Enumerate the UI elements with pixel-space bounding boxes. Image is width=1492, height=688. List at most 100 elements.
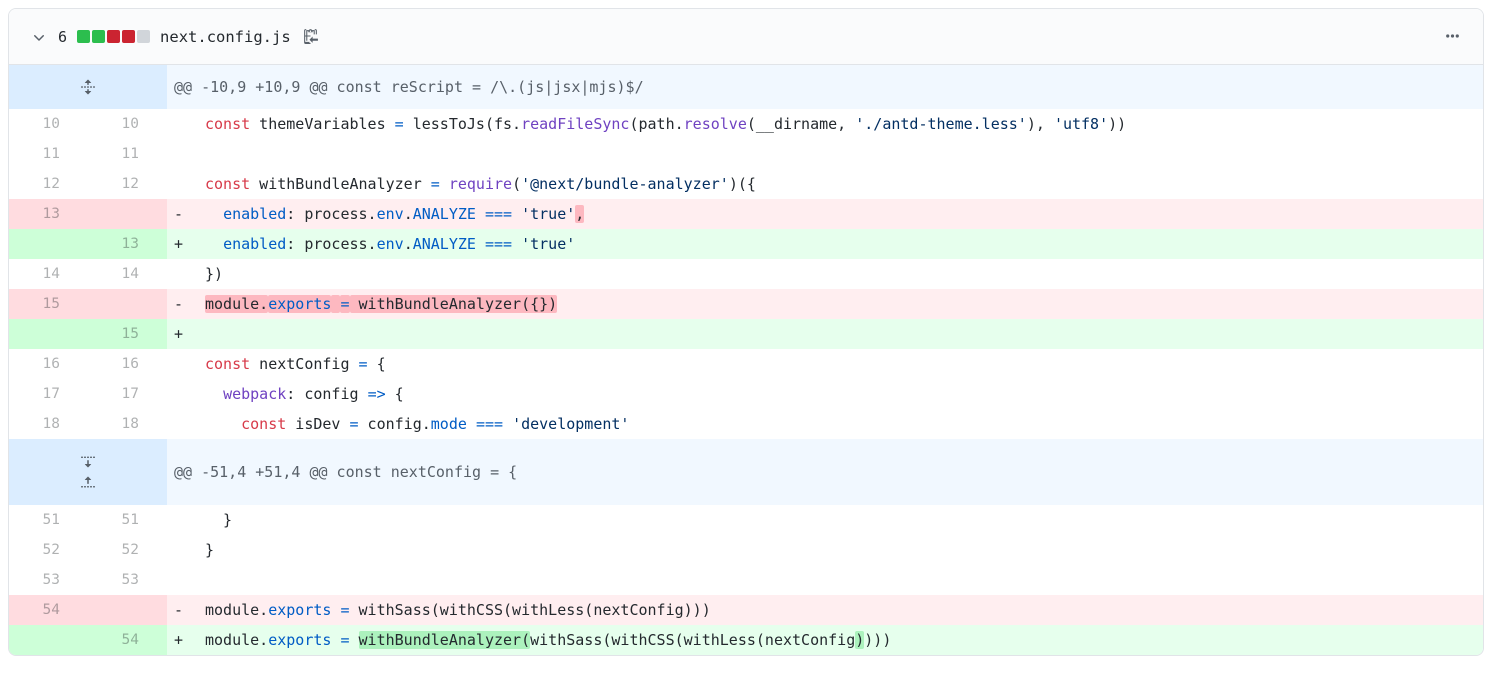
- diff-line: 14 14 }): [9, 259, 1483, 289]
- diff-marker: -: [174, 601, 184, 619]
- code-segment: withBundleAnalyzer: [250, 175, 431, 193]
- code-segment: const: [241, 415, 287, 433]
- old-line-number[interactable]: [9, 229, 88, 259]
- code-segment: ANALYZE: [412, 205, 476, 223]
- code-segment: (: [512, 175, 522, 193]
- new-line-number[interactable]: 54: [88, 625, 167, 655]
- chevron-down-icon[interactable]: [29, 27, 49, 47]
- new-line-number[interactable]: 53: [121, 572, 139, 588]
- old-line-number[interactable]: 11: [42, 146, 60, 162]
- code-segment: 'true': [521, 235, 576, 253]
- code-segment: (__dirname,: [746, 115, 856, 133]
- new-line-number[interactable]: 16: [121, 356, 139, 372]
- diff-line: 18 18 const isDev = config.mode === 'deve…: [9, 409, 1483, 439]
- diffstat-square-gray: [137, 30, 151, 43]
- new-line-number[interactable]: 10: [121, 116, 139, 132]
- old-line-number[interactable]: 14: [42, 266, 60, 282]
- changes-count: 6: [58, 27, 68, 46]
- code-segment: [476, 205, 485, 223]
- code-segment: [205, 415, 241, 433]
- old-line-number[interactable]: 18: [42, 416, 60, 432]
- code-segment: withBundleAnalyzer({}): [349, 295, 558, 313]
- diff-line: 15-module.exports = withBundleAnalyzer({…: [9, 289, 1483, 319]
- new-line-number[interactable]: 52: [121, 542, 139, 558]
- hunk-expand-gutter: [9, 65, 167, 109]
- diff-marker: [174, 259, 205, 289]
- new-line-number[interactable]: 17: [121, 386, 139, 402]
- new-line-number[interactable]: [88, 595, 167, 625]
- diff-marker: [174, 565, 205, 595]
- diff-line: 54-module.exports = withSass(withCSS(wit…: [9, 595, 1483, 625]
- old-line-number[interactable]: 10: [42, 116, 60, 132]
- code-segment: [205, 235, 223, 253]
- code-segment: withSass(withCSS(withLess(nextConfig))): [349, 601, 711, 619]
- diff-line: 13+ enabled: process.env.ANALYZE === 'tr…: [9, 229, 1483, 259]
- old-line-number[interactable]: 15: [9, 289, 88, 319]
- code-cell: -module.exports = withSass(withCSS(withL…: [167, 595, 1483, 625]
- code-segment: [205, 205, 223, 223]
- code-segment: ===: [484, 235, 513, 253]
- diff-file-panel: 6 next.config.js @@ -10,9 +10,9 @@ const…: [8, 8, 1484, 656]
- fold-up-icon[interactable]: [76, 473, 100, 493]
- new-line-number[interactable]: 14: [121, 266, 139, 282]
- unfold-icon[interactable]: [76, 77, 100, 97]
- code-segment: }: [205, 511, 233, 529]
- new-line-number[interactable]: [88, 289, 167, 319]
- hunk-header-text: @@ -51,4 +51,4 @@ const nextConfig = {: [167, 439, 1483, 505]
- new-line-number[interactable]: 12: [121, 176, 139, 192]
- code-segment: =: [394, 115, 404, 133]
- old-line-number[interactable]: 52: [42, 542, 60, 558]
- new-line-number[interactable]: 15: [88, 319, 167, 349]
- code-cell: const themeVariables = lessToJs(fs.readF…: [167, 109, 1483, 139]
- old-line-number[interactable]: 17: [42, 386, 60, 402]
- old-line-number[interactable]: [9, 625, 88, 655]
- code-segment: ))): [864, 631, 892, 649]
- code-segment: [476, 235, 485, 253]
- code-segment: env: [376, 205, 404, 223]
- clipboard-copy-icon[interactable]: [301, 26, 320, 47]
- new-line-number[interactable]: 51: [121, 512, 139, 528]
- code-segment: withSass(withCSS(withLess(nextConfig: [530, 631, 856, 649]
- code-segment: =: [340, 295, 350, 313]
- code-segment: module.: [205, 631, 269, 649]
- code-segment: ,: [575, 205, 585, 223]
- kebab-menu-button[interactable]: [1442, 26, 1463, 47]
- code-segment: : config: [286, 385, 368, 403]
- old-line-number[interactable]: 12: [42, 176, 60, 192]
- new-line-number[interactable]: [88, 199, 167, 229]
- code-segment: '@next/bundle-analyzer': [521, 175, 729, 193]
- code-cell: +module.exports = withBundleAnalyzer(wit…: [167, 625, 1483, 655]
- code-segment: }): [205, 265, 224, 283]
- old-line-number[interactable]: 51: [42, 512, 60, 528]
- diff-line: 15+: [9, 319, 1483, 349]
- filename-link[interactable]: next.config.js: [160, 27, 291, 46]
- code-segment: [512, 235, 521, 253]
- code-segment: resolve: [683, 115, 747, 133]
- code-segment: mode: [430, 415, 467, 433]
- code-cell: const isDev = config.mode === 'developme…: [167, 409, 1483, 439]
- code-segment: [503, 415, 512, 433]
- code-segment: const: [205, 175, 251, 193]
- old-line-number[interactable]: [9, 319, 88, 349]
- code-cell: const withBundleAnalyzer = require('@nex…: [167, 169, 1483, 199]
- old-line-number[interactable]: 13: [9, 199, 88, 229]
- code-segment: ===: [475, 415, 504, 433]
- old-line-number[interactable]: 54: [9, 595, 88, 625]
- new-line-number[interactable]: 11: [121, 146, 139, 162]
- code-segment: )): [1108, 115, 1127, 133]
- code-cell: +: [167, 319, 1483, 349]
- code-segment: =: [430, 175, 440, 193]
- diffstat-squares: [77, 30, 151, 43]
- fold-down-icon[interactable]: [76, 451, 100, 471]
- old-line-number[interactable]: 16: [42, 356, 60, 372]
- old-line-number[interactable]: 53: [42, 572, 60, 588]
- hunk-header-row: @@ -51,4 +51,4 @@ const nextConfig = {: [9, 439, 1483, 505]
- code-segment: [350, 631, 359, 649]
- code-segment: const: [205, 115, 251, 133]
- diffstat-square-red: [107, 30, 121, 43]
- new-line-number[interactable]: 13: [88, 229, 167, 259]
- new-line-number[interactable]: 18: [121, 416, 139, 432]
- code-segment: module.: [205, 601, 269, 619]
